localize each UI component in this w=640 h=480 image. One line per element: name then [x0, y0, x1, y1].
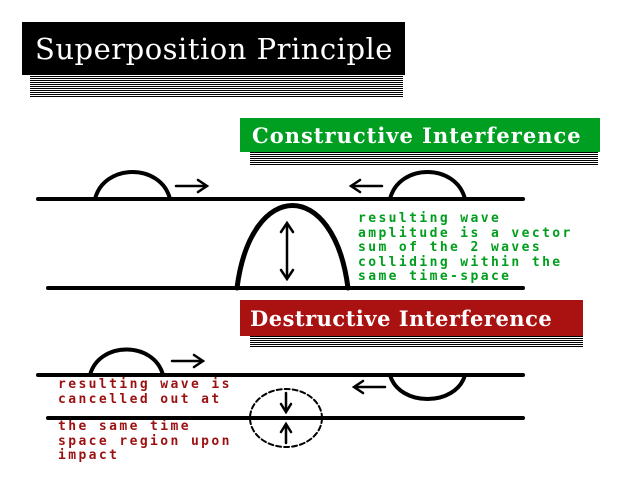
destructive-annotation-bottom: the same time space region upon impact	[58, 419, 232, 464]
left-arrow-icon	[351, 379, 387, 395]
annotation-line: space region upon	[58, 433, 232, 449]
right-arrow-icon	[170, 353, 206, 369]
down-arrow-icon	[279, 391, 293, 415]
annotation-line: resulting wave	[358, 211, 502, 226]
constructive-incoming-row	[36, 170, 525, 201]
right-arrow-icon	[174, 178, 210, 194]
destructive-heading-banner: Destructive Interference	[240, 300, 583, 336]
annotation-line: same time-space	[358, 269, 512, 284]
destructive-incoming-row	[36, 347, 525, 401]
annotation-line: colliding within the	[358, 254, 563, 270]
left-pulse	[93, 170, 172, 201]
summed-pulse	[234, 203, 351, 291]
annotation-line: the same time	[58, 419, 191, 434]
vertical-double-arrow-icon	[279, 220, 295, 282]
destructive-result-row	[46, 388, 525, 448]
destructive-heading: Destructive Interference	[250, 305, 553, 331]
page-title-banner: Superposition Principle	[22, 22, 405, 75]
up-arrow-icon	[279, 421, 293, 445]
left-pulse	[88, 347, 165, 377]
annotation-line: cancelled out at	[58, 391, 222, 407]
constructive-heading: Constructive Interference	[252, 122, 582, 148]
constructive-heading-banner: Constructive Interference	[240, 118, 600, 152]
destructive-annotation-top: resulting wave is cancelled out at	[58, 377, 232, 407]
right-pulse	[388, 170, 467, 201]
annotation-line: impact	[58, 448, 120, 463]
annotation-line: resulting wave is	[58, 377, 232, 392]
constructive-annotation: resulting wave amplitude is a vector sum…	[358, 211, 573, 285]
left-arrow-icon	[348, 178, 384, 194]
inverted-pulse	[388, 373, 467, 401]
annotation-line: sum of the 2 waves	[358, 240, 543, 255]
page-title: Superposition Principle	[35, 31, 393, 66]
annotation-line: amplitude is a vector	[358, 225, 573, 241]
dashed-collision-circle-icon	[249, 388, 323, 448]
constructive-result-row	[46, 203, 525, 291]
